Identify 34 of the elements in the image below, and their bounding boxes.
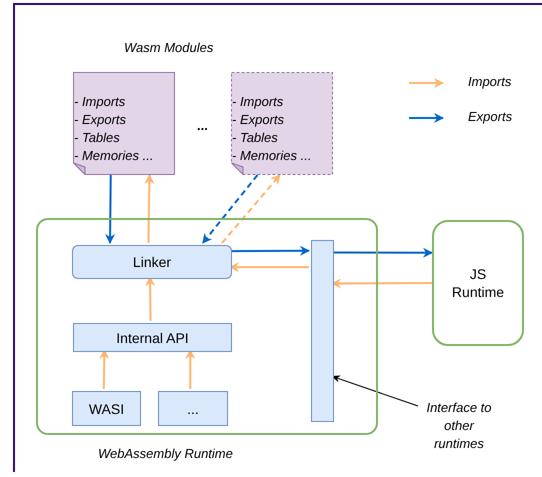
module-document: [231, 72, 333, 175]
list-item: - Memories ...: [74, 148, 154, 164]
list-item: - Memories ...: [232, 148, 312, 164]
box-label: WASI: [88, 400, 124, 418]
module-document: [73, 72, 175, 175]
list-item: - Exports: [74, 112, 126, 128]
section-heading: Wasm Modules: [124, 40, 214, 55]
list-item: - Tables: [232, 130, 278, 146]
box-label: JS Runtime: [450, 265, 506, 301]
ellipsis-text: ...: [197, 118, 208, 133]
list-item: - Imports: [74, 94, 126, 110]
box-label: Linker: [132, 253, 172, 271]
arrow: [202, 174, 258, 244]
container-heading: WebAssembly Runtime: [98, 446, 233, 461]
component-box: [72, 245, 232, 279]
arrow: [105, 174, 116, 244]
arrow: [145, 276, 156, 322]
arrow: [332, 248, 433, 258]
arrow: [221, 174, 281, 244]
list-item: - Imports: [232, 94, 284, 110]
legend-text: Exports: [468, 109, 512, 124]
runtime-box: [432, 220, 524, 346]
component-box: [73, 323, 232, 352]
list-item: - Tables: [74, 130, 120, 146]
interface-bar: [311, 240, 334, 422]
arrow: [230, 246, 310, 256]
annotation-text: Interface to other runtimes: [425, 399, 493, 453]
arrow: [144, 174, 154, 244]
component-box: [158, 391, 228, 426]
component-box: [72, 391, 141, 426]
box-label: Internal API: [116, 328, 189, 346]
legend-text: Imports: [468, 74, 512, 89]
list-item: - Exports: [232, 112, 284, 128]
box-label: ...: [187, 400, 199, 418]
